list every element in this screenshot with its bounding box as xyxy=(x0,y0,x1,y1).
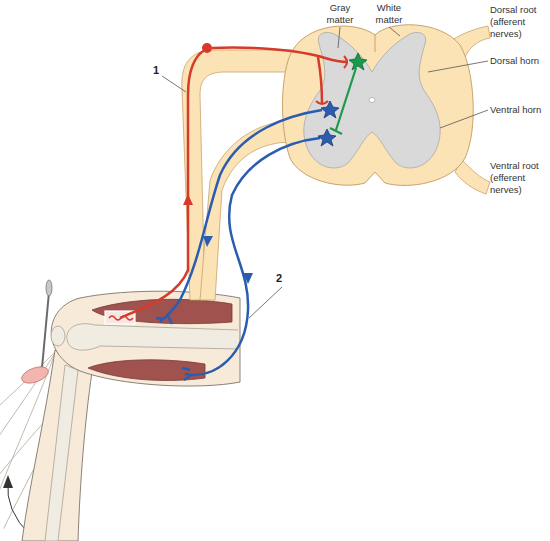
leader-line xyxy=(389,27,400,36)
ventral-nerve xyxy=(200,120,292,300)
leader-line xyxy=(428,61,488,72)
arrow-head xyxy=(203,236,213,247)
synapse-terminal xyxy=(316,101,328,104)
arrow-head xyxy=(3,475,13,488)
gray-matter-group xyxy=(304,32,440,168)
region-label: Dorsal horn xyxy=(490,55,550,67)
root-label: Dorsal root (afferent nerves) xyxy=(490,4,550,40)
hammer-handle xyxy=(42,292,49,368)
femur-bone xyxy=(67,324,238,350)
interneuron-axon xyxy=(330,68,356,134)
hammer-tip xyxy=(46,280,52,296)
interneuron-soma xyxy=(349,53,367,70)
leader-line xyxy=(249,287,282,318)
sensory-axon xyxy=(212,47,348,62)
leader-lines xyxy=(162,27,488,318)
sensory-soma xyxy=(202,43,212,53)
hammer-head xyxy=(19,364,50,387)
sensory-branch xyxy=(318,57,322,103)
callout-number: 1 xyxy=(153,64,167,76)
gray-matter xyxy=(304,32,440,168)
dorsal-nerve xyxy=(182,50,292,300)
spinal-cord xyxy=(283,25,474,186)
region-label: Ventral horn xyxy=(490,104,550,116)
motor-soma xyxy=(318,129,336,146)
arrow-head xyxy=(183,194,193,205)
median-sulcus xyxy=(375,35,376,52)
leader-line xyxy=(162,76,186,92)
region-label: White matter xyxy=(367,2,411,26)
sensory-neuron xyxy=(120,50,205,318)
leader-line xyxy=(440,110,488,128)
arrow-head xyxy=(243,273,253,284)
callout-number: 2 xyxy=(276,272,290,284)
tibia-bone xyxy=(45,365,78,541)
root-label: Ventral root (efferent nerves) xyxy=(490,160,550,196)
patella xyxy=(51,326,65,346)
region-label: Gray matter xyxy=(318,2,362,26)
motor-soma xyxy=(321,101,339,118)
central-canal xyxy=(369,98,375,103)
synapse-terminal xyxy=(344,56,347,68)
leader-line xyxy=(338,27,340,48)
motor-neuron-hamstring xyxy=(182,138,320,380)
